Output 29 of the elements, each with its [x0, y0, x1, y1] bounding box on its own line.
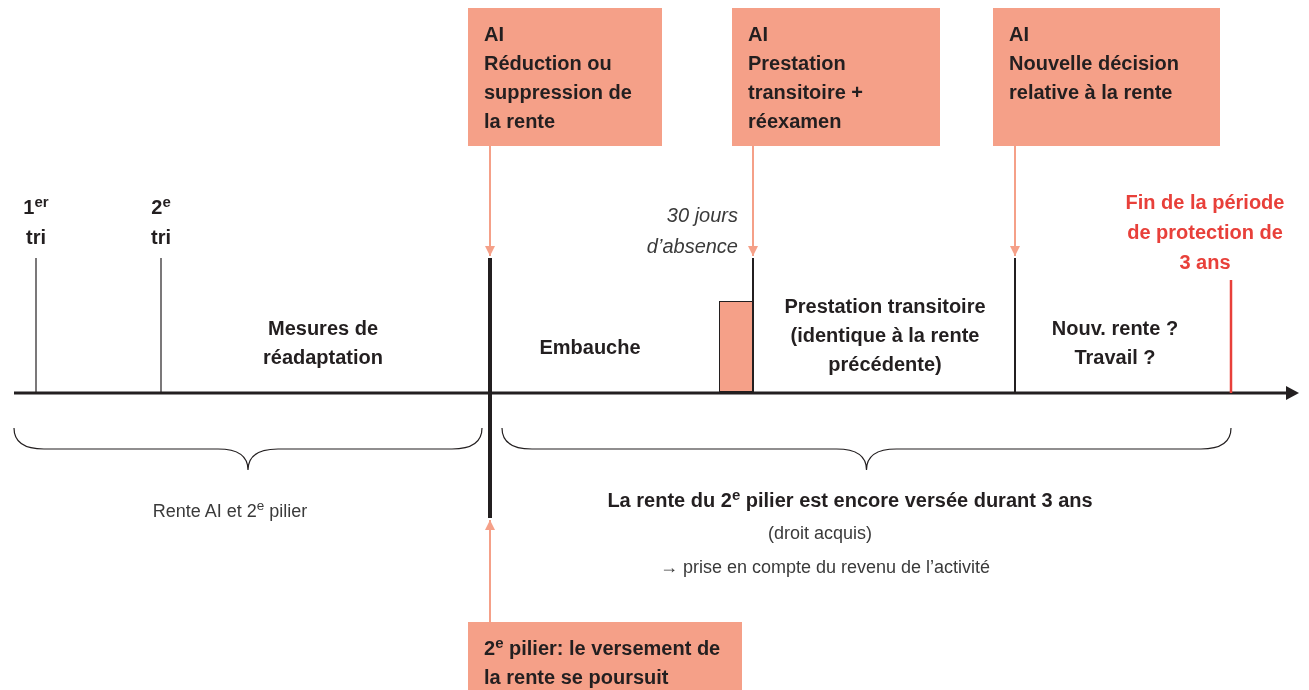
phase-label: Embauche [538, 335, 642, 360]
box-text: AI [484, 22, 505, 47]
phase-label: Prestation transitoire (identique à la rente précédente) [783, 294, 987, 377]
deadline-label: Fin de la période de protection de 3 ans [1124, 190, 1286, 275]
callout-box [732, 8, 940, 146]
period-label: Rente AI et 2$^{e}$ pilier [151, 497, 309, 523]
box-text: AI [748, 22, 769, 47]
arrow [485, 519, 495, 623]
phase-label: Nouv. rente ? Travail ? [1050, 316, 1180, 370]
box-text: AI [1009, 22, 1030, 47]
arrow [748, 145, 758, 257]
box-text: Réduction ou suppression de la rente [484, 51, 633, 134]
note-text: (droit acquis) [766, 522, 873, 545]
phase-label: Mesures de réadaptation [262, 316, 384, 370]
absence-note: 30 jours d’absence [645, 203, 738, 259]
callout-box [468, 622, 742, 690]
box-text: 2$^{e}$ pilier: le versement de la rente se poursuit [484, 634, 722, 690]
marker-line [1014, 258, 1016, 393]
box-text: Prestation transitoire + réexamen [748, 51, 865, 134]
note-text: → prise en compte du revenu de l’activité [658, 556, 992, 579]
arrow [1010, 145, 1020, 257]
arrow [485, 145, 495, 257]
period-label: La rente du 2$^{e}$ pilier est encore versée durant 3 ans [606, 486, 1094, 513]
tick-label: 2$^{e}$ tri [150, 192, 172, 250]
callout-box [993, 8, 1220, 146]
callout-box [468, 8, 662, 146]
absence-bar [719, 301, 753, 392]
tick-label: 1$^{er}$ tri [22, 192, 50, 250]
box-text: Nouvelle décision relative à la rente [1009, 51, 1181, 105]
